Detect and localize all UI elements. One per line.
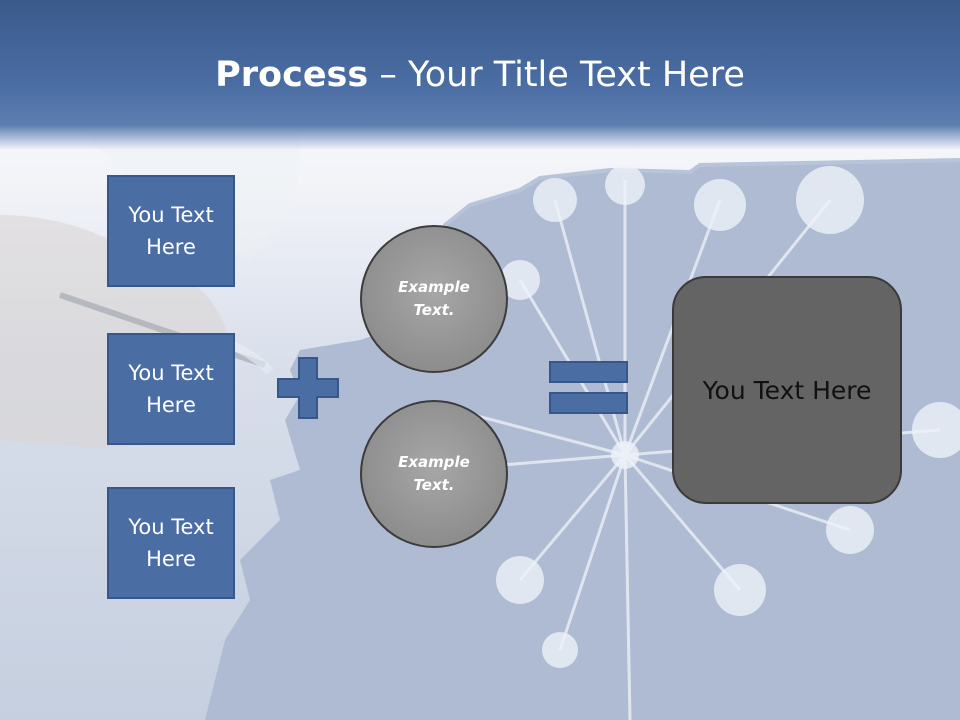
result-box[interactable]: You Text Here [672, 276, 902, 504]
circle-label: Example Text. [398, 453, 470, 494]
text-box-1[interactable]: You Text Here [107, 175, 235, 287]
text-box-3[interactable]: You Text Here [107, 487, 235, 599]
text-box-label: You Text Here [128, 361, 214, 417]
title-band: Process – Your Title Text Here [0, 0, 960, 150]
equals-icon [549, 361, 628, 414]
title-bold-part: Process [215, 55, 369, 95]
title-rest-part: – Your Title Text Here [368, 55, 745, 95]
example-circle-2[interactable]: Example Text. [360, 400, 508, 548]
text-box-label: You Text Here [128, 515, 214, 571]
text-box-label: You Text Here [128, 203, 214, 259]
circle-label: Example Text. [398, 278, 470, 319]
slide-title[interactable]: Process – Your Title Text Here [0, 52, 960, 98]
text-box-2[interactable]: You Text Here [107, 333, 235, 445]
result-label: You Text Here [702, 375, 872, 405]
plus-icon [277, 357, 339, 419]
example-circle-1[interactable]: Example Text. [360, 225, 508, 373]
